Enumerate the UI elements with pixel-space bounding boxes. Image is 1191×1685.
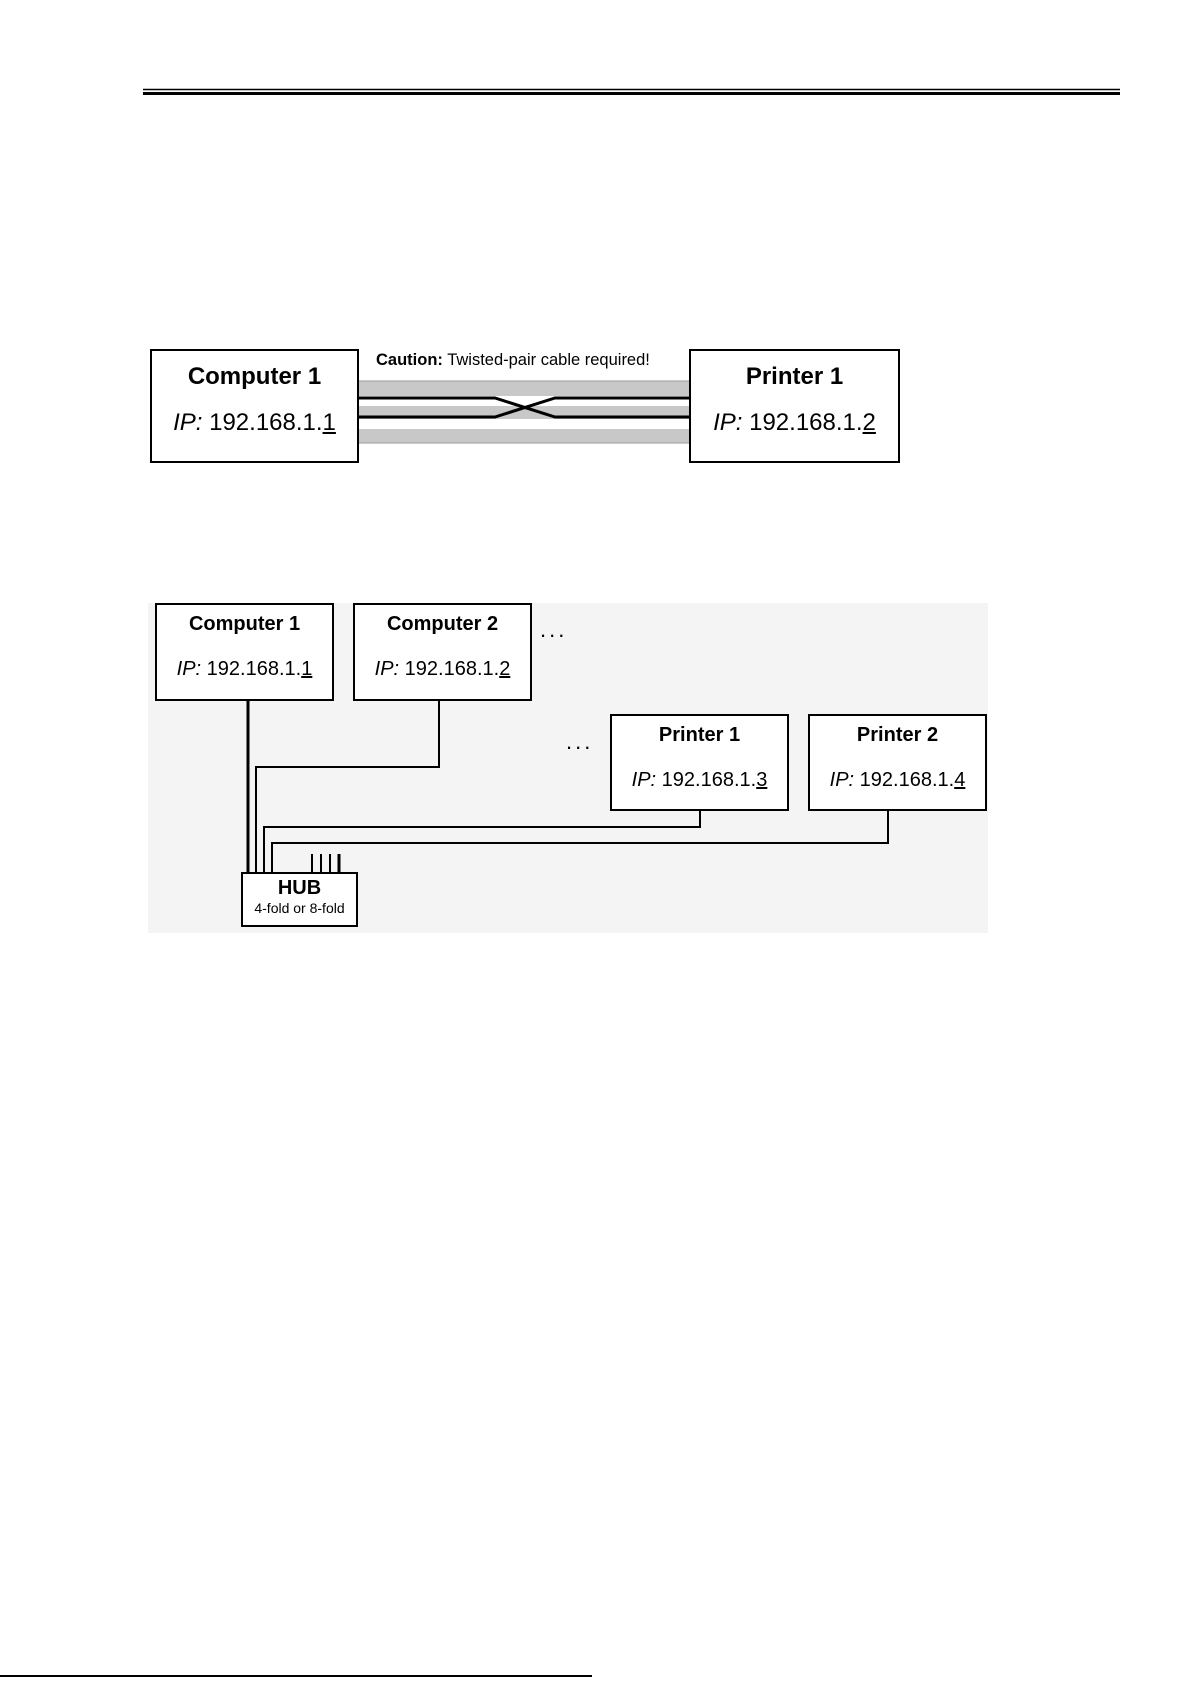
computer-1-title: Computer 1 [157,613,332,636]
printer-2-ip: IP: 192.168.1.4 [810,769,985,792]
printer-1-box: Printer 1 IP: 192.168.1.3 [610,714,789,811]
computer-1-ip: IP: 192.168.1.1 [157,658,332,681]
footnote-rule [0,1675,592,1677]
more-printers-ellipsis: ... [566,729,593,755]
printer-1-ip: IP: 192.168.1.3 [612,769,787,792]
computer-2-ip: IP: 192.168.1.2 [355,658,530,681]
hub-subtitle: 4-fold or 8-fold [243,900,356,916]
computer-1-ip: IP: 192.168.1.1 [152,409,357,437]
printer-1-title: Printer 1 [691,363,898,391]
hub-network-diagram: Computer 1 IP: 192.168.1.1 Computer 2 IP… [148,603,988,933]
caution-label: Caution: [376,351,443,369]
hub-box: HUB 4-fold or 8-fold [241,872,358,927]
printer-2-box: Printer 2 IP: 192.168.1.4 [808,714,987,811]
caution-message: Twisted-pair cable required! [443,351,650,369]
printer-2-title: Printer 2 [810,724,985,747]
header-rule [143,88,1120,96]
caution-note: Caution: Twisted-pair cable required! [376,351,650,370]
computer-1-box: Computer 1 IP: 192.168.1.1 [155,603,334,701]
printer-1-box: Printer 1 IP: 192.168.1.2 [689,349,900,463]
computer-1-title: Computer 1 [152,363,357,391]
printer-1-title: Printer 1 [612,724,787,747]
printer-1-ip: IP: 192.168.1.2 [691,409,898,437]
computer-2-box: Computer 2 IP: 192.168.1.2 [353,603,532,701]
computer-2-title: Computer 2 [355,613,530,636]
computer-1-box: Computer 1 IP: 192.168.1.1 [150,349,359,463]
direct-connection-diagram: Caution: Twisted-pair cable required! Co… [150,349,900,469]
more-computers-ellipsis: ... [540,617,567,643]
hub-title: HUB [243,877,356,900]
